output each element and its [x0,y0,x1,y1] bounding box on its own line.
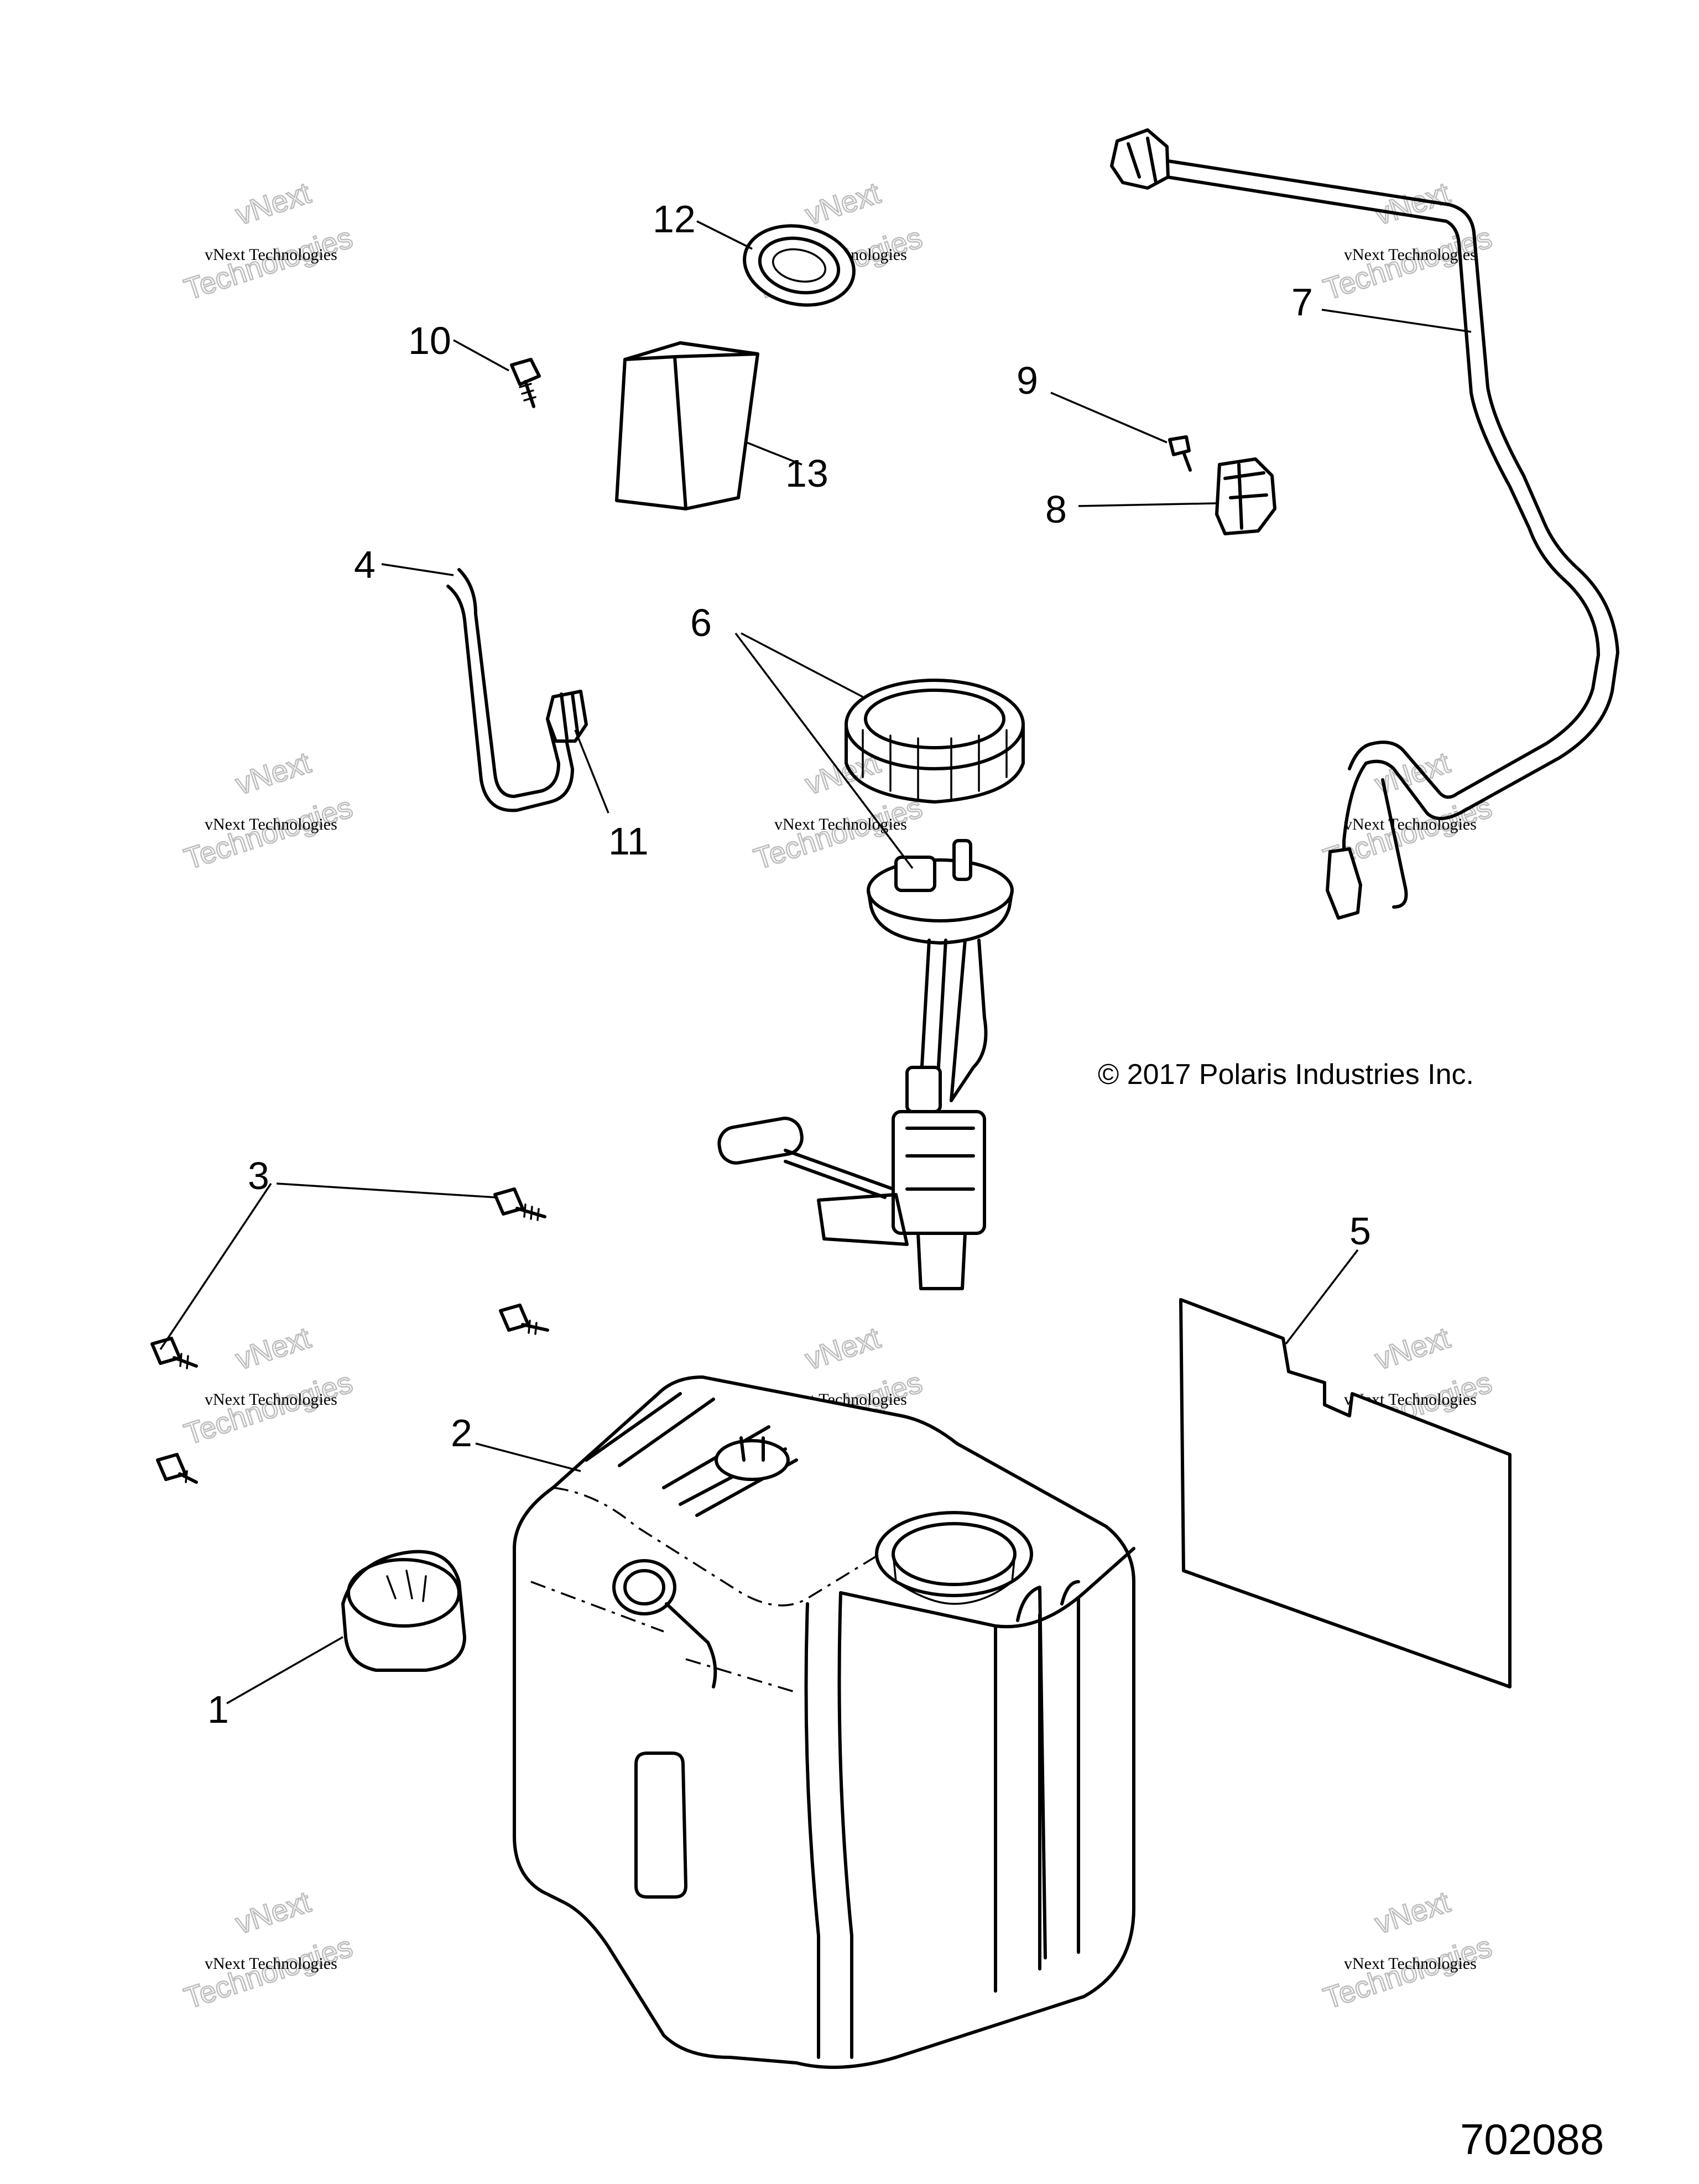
svg-text:vNext: vNext [232,746,315,801]
callout-6: 6 [690,601,712,644]
part-4-hose [446,568,588,812]
svg-text:vNext: vNext [232,1321,315,1377]
callout-12: 12 [653,197,696,241]
part-2-fuel-tank [513,1375,1135,2069]
svg-text:vNext Technologies: vNext Technologies [205,1954,337,1973]
part-8-clip [1215,457,1276,535]
callouts: 12 10 13 9 8 7 4 11 6 3 2 1 5 [207,197,1371,1731]
callout-13: 13 [785,452,828,495]
svg-text:vNext Technologies: vNext Technologies [205,246,337,264]
part-9-screw [1168,435,1192,472]
watermark: vNext Technologies vNext Technologies [180,1885,357,2016]
part-6-fuel-pump [717,839,1014,1290]
callout-5: 5 [1349,1210,1371,1253]
part-6-lock-ring [845,679,1025,804]
svg-text:vNext Technologies: vNext Technologies [774,815,907,833]
part-12-grommet [743,224,856,307]
bolt [156,1453,198,1484]
svg-text:vNext: vNext [1371,1885,1454,1941]
callout-11: 11 [608,820,649,863]
callout-8: 8 [1045,488,1067,531]
figure-number: 702088 [1460,2115,1604,2164]
callout-10: 10 [408,319,451,362]
watermark: vNext Technologies vNext Technologies [180,1321,357,1452]
callout-9: 9 [1017,359,1038,402]
part-3-bolts [150,1187,549,1484]
svg-text:vNext: vNext [801,1321,884,1377]
watermark: vNext Technologies vNext Technologies [180,746,357,877]
watermark: vNext Technologies vNext Technologies [1319,176,1497,307]
svg-text:vNext Technologies: vNext Technologies [1344,246,1477,264]
callout-2: 2 [451,1411,472,1455]
svg-text:vNext Technologies: vNext Technologies [205,815,337,833]
bolt [150,1337,198,1369]
callout-1: 1 [207,1688,229,1731]
callout-7: 7 [1291,280,1313,324]
svg-text:vNext Technologies: vNext Technologies [1344,815,1477,833]
part-13-foam-block [615,341,759,510]
svg-text:vNext Technologies: vNext Technologies [1344,1954,1477,1973]
part-10-screw [510,358,541,408]
part-7-vent-hose [1110,128,1619,920]
bolt [493,1187,546,1221]
part-5-label [1179,1298,1512,1688]
svg-text:vNext Technologies: vNext Technologies [205,1390,337,1409]
svg-text:vNext: vNext [801,176,884,232]
callout-3: 3 [248,1154,269,1197]
svg-text:vNext: vNext [232,176,315,232]
leader-lines [159,220,1472,1705]
watermark: vNext Technologies vNext Technologies [1319,1885,1497,2016]
bolt [499,1304,549,1335]
watermark: vNext Technologies vNext Technologies [180,176,357,307]
svg-text:vNext: vNext [232,1885,315,1941]
svg-text:vNext: vNext [1371,1321,1454,1377]
part-1-fuel-cap [341,1550,466,1672]
copyright-notice: © 2017 Polaris Industries Inc. [1098,1059,1474,1091]
callout-4: 4 [354,543,376,586]
